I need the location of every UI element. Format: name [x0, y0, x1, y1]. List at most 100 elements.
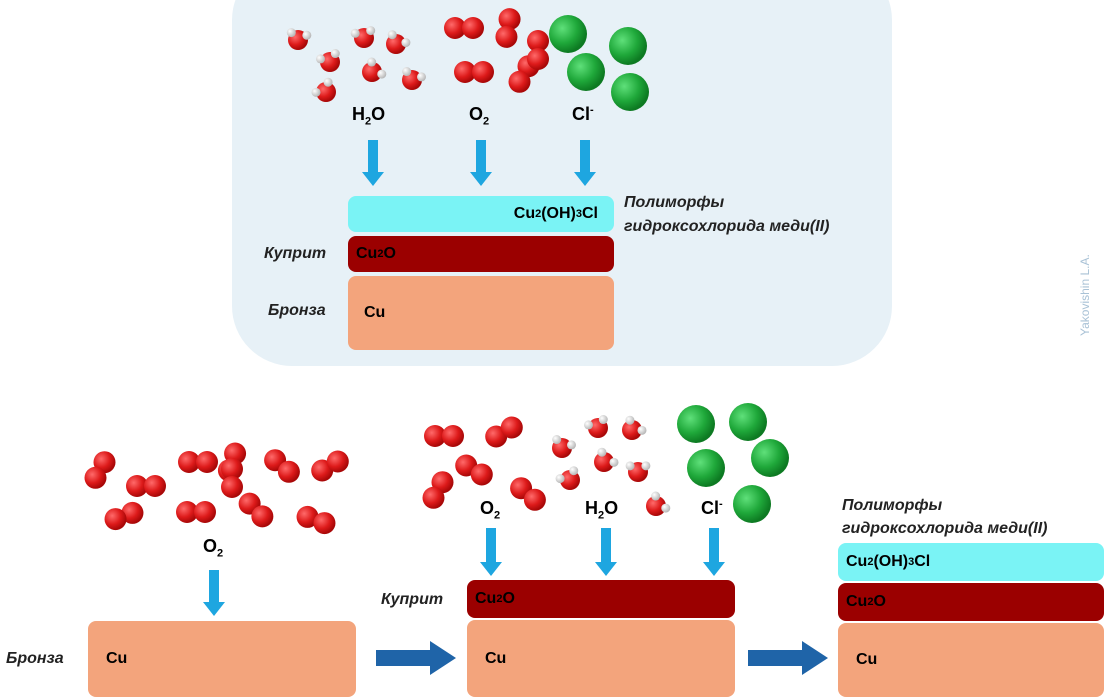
oxygen-atom: [121, 501, 144, 524]
hydrogen-atom: [661, 503, 671, 513]
top-chloride-label: Cl-: [572, 104, 594, 124]
hydrogen-atom: [286, 28, 296, 38]
oxygen-atom: [500, 416, 523, 439]
oxygen-atom: [594, 452, 614, 472]
oxygen-atom: [104, 508, 127, 531]
hydrogen-atom: [401, 38, 411, 48]
oxygen-molecule: [495, 8, 521, 48]
hydrogen-atom: [387, 30, 397, 40]
oxygen-atom: [470, 463, 493, 486]
stage3-polymorphs-label-2: гидроксохлорида меди(II): [842, 520, 1048, 537]
hydrogen-atom: [302, 30, 312, 40]
oxygen-atom: [498, 8, 521, 31]
down-arrow-shape: [203, 570, 225, 616]
oxygen-atom: [221, 476, 243, 498]
stage1-oxygen-label: O2: [203, 536, 224, 560]
oxygen-molecule: [84, 451, 116, 489]
oxygen-atom: [126, 475, 148, 497]
chloride-ion-sphere: [609, 27, 647, 65]
down-arrow-shape: [703, 528, 725, 576]
hydrogen-atom: [367, 57, 377, 67]
stage1-bronze-label: Бронза: [6, 650, 64, 667]
oxygen-molecule: [104, 501, 144, 531]
oxygen-molecule: [455, 454, 493, 486]
chloride-ion: [611, 73, 649, 111]
water-molecule: [622, 415, 647, 440]
stage2-chloride-label: Cl-: [701, 498, 723, 518]
oxygen-molecule: [264, 449, 300, 483]
oxygen-atom: [527, 30, 549, 52]
water-molecule: [402, 67, 427, 90]
chloride-ion: [677, 405, 715, 443]
down-arrow: [362, 140, 384, 186]
oxygen-atom: [326, 450, 349, 473]
oxygen-atom: [277, 460, 300, 483]
hydrogen-atom: [641, 461, 651, 471]
oxygen-atom: [251, 505, 274, 528]
top-bronze-layer: Cu: [348, 276, 614, 350]
top-polymorphs-label-1: Полиморфы: [624, 194, 725, 211]
oxygen-atom: [221, 458, 243, 480]
chloride-ion-sphere: [567, 53, 605, 91]
hydrogen-atom: [597, 447, 607, 457]
chloride-ion: [567, 53, 605, 91]
down-arrow: [703, 528, 725, 576]
oxygen-atom: [362, 62, 382, 82]
oxygen-molecule: [311, 450, 349, 482]
hydrogen-atom: [555, 474, 565, 484]
oxygen-atom: [296, 505, 319, 528]
oxygen-atom: [424, 425, 446, 447]
right-arrow-shape: [748, 641, 828, 675]
oxygen-molecule: [296, 505, 336, 535]
oxygen-atom: [196, 451, 218, 473]
chloride-ion: [751, 439, 789, 477]
oxygen-molecule: [238, 492, 274, 528]
stage3-polymorphs-label-1: Полиморфы: [842, 497, 943, 514]
hydrogen-atom: [598, 415, 608, 425]
down-arrow: [470, 140, 492, 186]
hydrogen-atom: [402, 67, 412, 77]
oxygen-molecule: [444, 17, 484, 39]
right-arrow: [748, 641, 828, 675]
hydrogen-atom: [315, 54, 325, 64]
oxygen-atom: [313, 512, 336, 535]
oxygen-atom: [176, 501, 198, 523]
top-oxygen-label: O2: [469, 104, 490, 128]
oxygen-molecule: [485, 416, 523, 448]
chloride-ion-sphere: [677, 405, 715, 443]
oxygen-atom: [622, 420, 642, 440]
oxygen-molecule: [176, 501, 216, 523]
oxygen-atom: [646, 496, 666, 516]
hydrogen-atom: [567, 440, 577, 450]
down-arrow: [203, 570, 225, 616]
oxygen-atom: [472, 61, 494, 83]
stage2-bronze-layer: Cu: [467, 620, 735, 697]
water-molecule: [646, 491, 671, 516]
stage2-water-label: H2O: [585, 498, 619, 522]
hydrogen-atom: [569, 466, 579, 476]
oxygen-atom: [527, 48, 549, 70]
oxygen-atom: [462, 17, 484, 39]
water-molecule: [350, 26, 376, 48]
chloride-ion: [687, 449, 725, 487]
oxygen-molecule: [126, 475, 166, 497]
oxygen-atom: [422, 486, 445, 509]
down-arrow-shape: [595, 528, 617, 576]
down-arrow-shape: [362, 140, 384, 186]
author-watermark: Yakovishin L.A.: [1078, 254, 1092, 336]
water-molecule: [552, 435, 577, 458]
oxygen-molecule: [527, 30, 549, 70]
chloride-ion-sphere: [611, 73, 649, 111]
water-molecule: [315, 49, 340, 72]
hydrogen-atom: [311, 87, 321, 97]
oxygen-atom: [84, 466, 107, 489]
chloride-ion: [609, 27, 647, 65]
chloride-ion-sphere: [733, 485, 771, 523]
stage2-cuprite-label: Куприт: [381, 591, 444, 608]
chloride-ion: [729, 403, 767, 441]
oxygen-atom: [454, 61, 476, 83]
hydrogen-atom: [637, 425, 647, 435]
